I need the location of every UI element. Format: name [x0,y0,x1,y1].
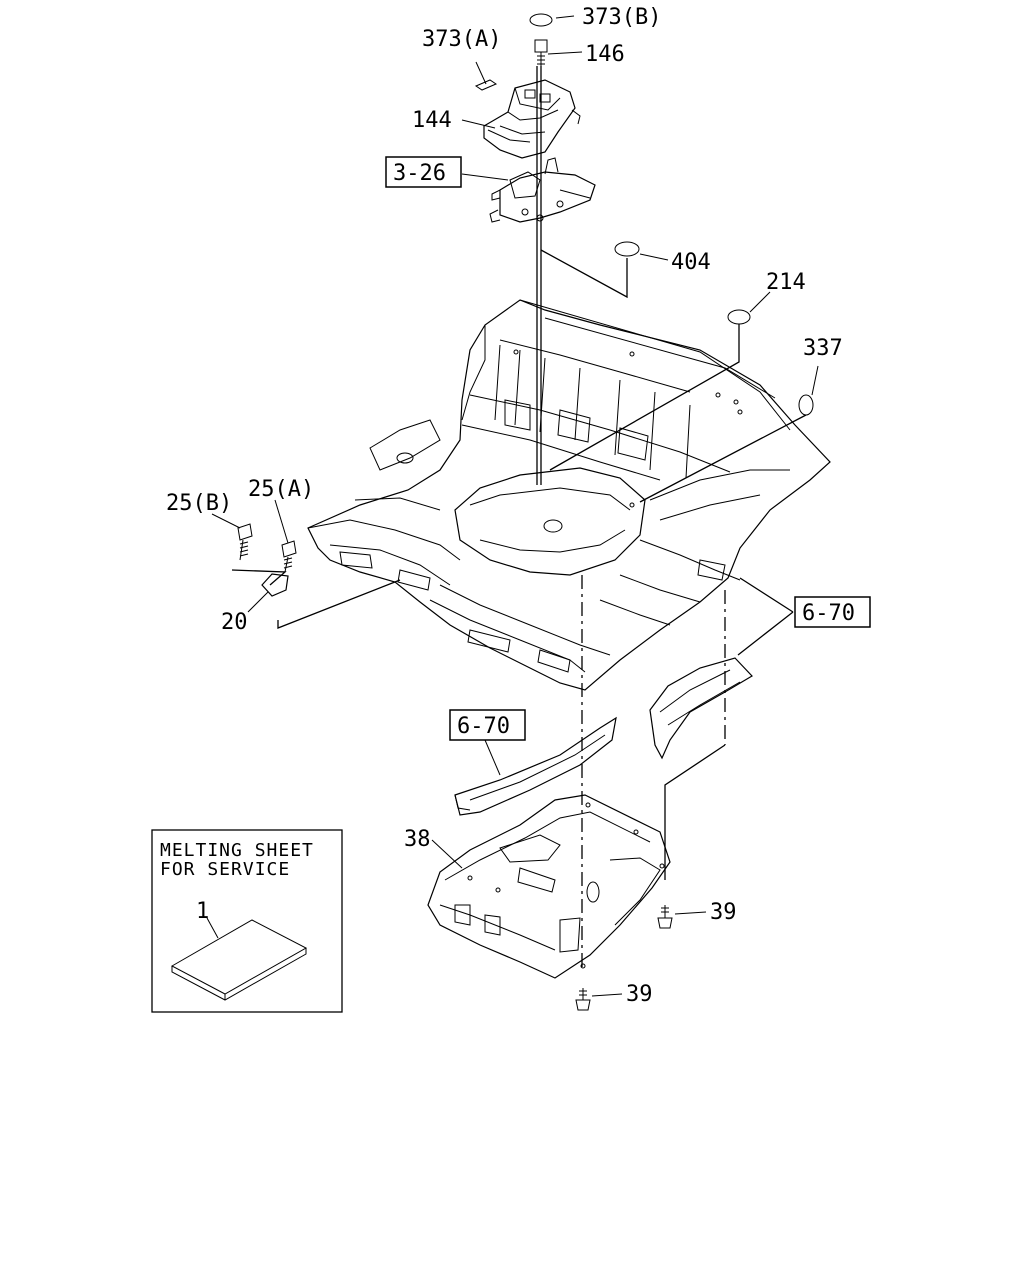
callout-6-70-right: 6-70 [802,601,855,626]
callout-146: 146 [585,42,625,67]
callout-337: 337 [803,336,843,361]
screw-39-right[interactable] [657,905,673,929]
cap-373b[interactable] [529,13,553,27]
callout-3-26: 3-26 [393,161,446,186]
screw-39-bottom[interactable] [575,988,591,1011]
grommet-337[interactable] [798,394,814,416]
knob-146[interactable] [534,39,548,66]
bolt-25b[interactable] [237,523,253,561]
grommet-404[interactable] [614,241,640,257]
note-line-2: FOR SERVICE [160,859,290,880]
melting-sheet-part-1[interactable] [170,919,308,1001]
callout-373b: 373(B) [582,5,661,30]
floor-panel[interactable] [307,299,831,691]
callout-25b: 25(B) [166,491,232,516]
callout-20: 20 [221,610,248,635]
grommet-214[interactable] [727,309,751,325]
callout-39-right: 39 [710,900,737,925]
callout-373a: 373(A) [422,27,501,52]
cover-38[interactable] [427,794,671,979]
bolt-25a[interactable] [281,540,297,573]
bracket-6-70-right[interactable] [649,657,753,760]
shift-mechanism[interactable] [489,157,596,223]
melting-sheet-box: MELTING SHEET FOR SERVICE 1 [151,829,343,1013]
console-144[interactable] [483,79,581,159]
callout-144: 144 [412,108,452,133]
callout-38: 38 [404,827,431,852]
callout-25a: 25(A) [248,477,314,502]
note-line-1: MELTING SHEET [160,840,314,861]
callout-214: 214 [766,270,806,295]
callout-box-6-70-left [449,709,526,741]
callout-box-6-70-right [794,596,871,628]
callout-6-70-left: 6-70 [457,714,510,739]
callout-1: 1 [196,899,209,924]
bracket-6-70-left[interactable] [454,716,617,816]
leader-lines [211,15,819,997]
callout-404: 404 [671,250,711,275]
pad-373a[interactable] [474,79,498,91]
bracket-20[interactable] [261,573,289,597]
callout-box-3-26 [385,156,462,188]
callout-39-bottom: 39 [626,982,653,1007]
